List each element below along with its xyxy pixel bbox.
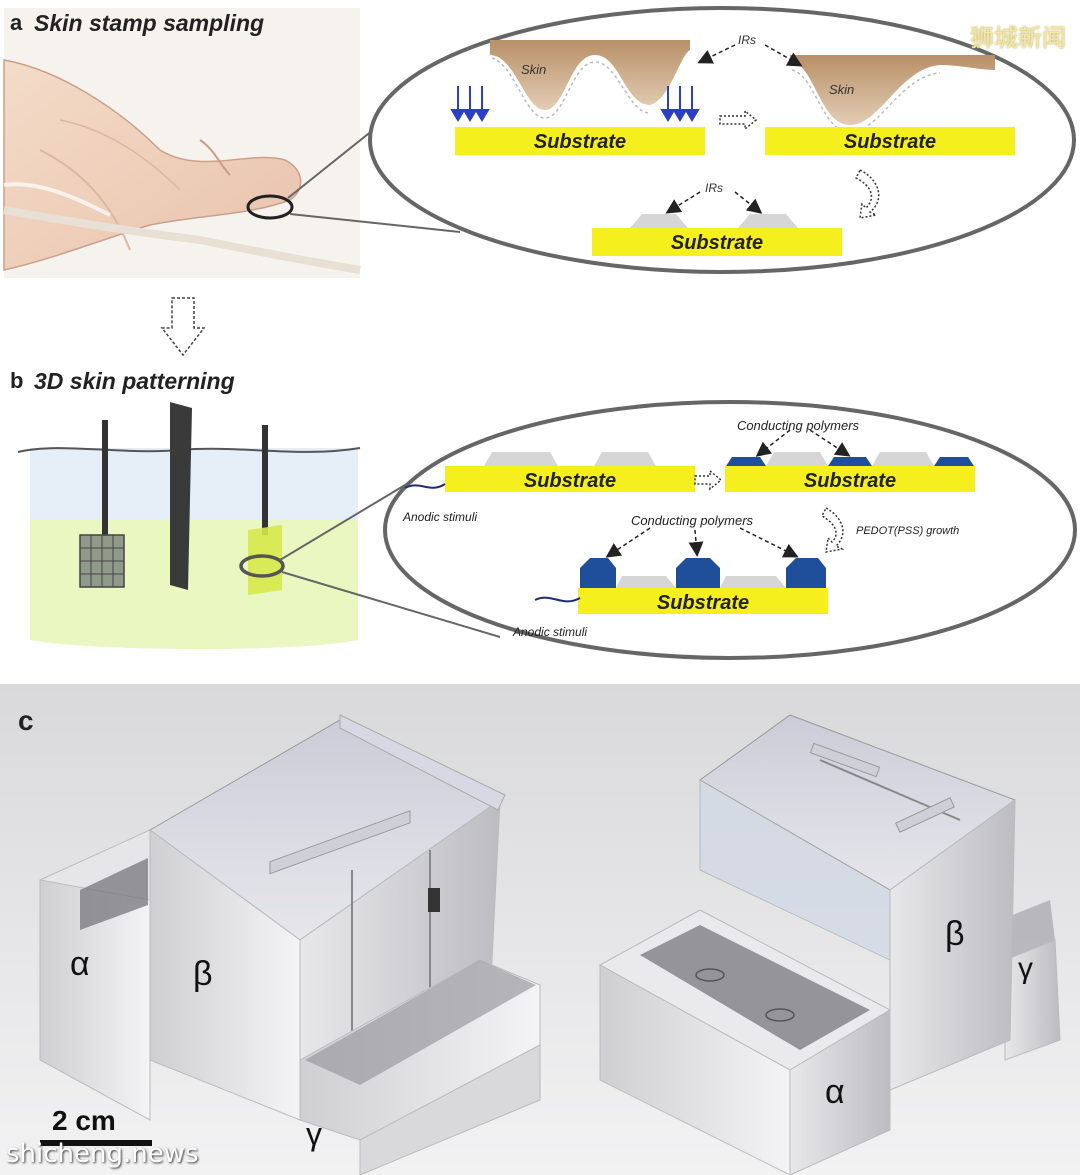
electrode-left-wire [102, 420, 108, 538]
left-alpha-label: α [70, 945, 90, 983]
beaker-liquid-lower [30, 520, 358, 649]
device-left [39, 714, 541, 1175]
substrate-b-bottom [578, 588, 828, 614]
sample-zoom-ring [246, 194, 294, 220]
substrate-b-top-left-label: Substrate [524, 470, 616, 492]
substrate-b-top-right [725, 466, 975, 492]
irs-label-bottom: IRs [705, 181, 723, 195]
reference-plate [170, 402, 192, 590]
polymer-tr-2 [828, 457, 872, 466]
anodic-stimuli-label-top: Anodic stimuli [402, 510, 477, 524]
panel-b-label: b [10, 368, 24, 393]
substrate-b-bottom-label: Substrate [657, 592, 749, 614]
substrate-a-left-label: Substrate [534, 131, 626, 153]
polymer-tr-1 [726, 457, 766, 466]
device-right [598, 714, 1061, 1175]
substrate-a-right-label: Substrate [844, 131, 936, 153]
substrate-b-top-right-label: Substrate [804, 470, 896, 492]
sample-electrode [248, 525, 282, 595]
panel-a: Skin Skin IRs IRs Substrate Substrate Su… [3, 6, 1076, 278]
substrate-a-bottom [592, 228, 842, 256]
ir-deposit-left [630, 214, 688, 228]
substrate-a-bottom-label: Substrate [671, 232, 763, 254]
right-beta-label: β [945, 915, 965, 953]
panel-b: Substrate Substrate Substrate Conducting… [17, 400, 1077, 660]
sample-zoom-ring-b [239, 554, 285, 578]
scale-bar [40, 1140, 152, 1146]
watermark-bottom-left: shicheng.news [6, 1139, 199, 1169]
zoom-line-lower [289, 213, 461, 233]
process-arrow-a1 [719, 109, 758, 131]
ir-deposit-right [738, 214, 798, 228]
left-beta-label: β [193, 955, 213, 993]
conducting-polymers-label-bottom: Conducting polymers [631, 513, 754, 528]
irs-label-top: IRs [738, 33, 756, 47]
electrode-right-wire [262, 425, 268, 535]
stimulus-wire-top [404, 483, 446, 489]
process-arrow-a2 [854, 168, 880, 219]
polymer-b-1 [580, 558, 616, 588]
polymer-b-2 [676, 558, 720, 588]
stimulus-wire-bottom [534, 596, 581, 603]
panel-a-label: a [10, 10, 23, 35]
polymer-b-3 [786, 558, 826, 588]
panel-c-label: c [18, 705, 34, 736]
magnified-view-b [383, 400, 1077, 660]
panel-a-title: Skin stamp sampling [34, 10, 265, 36]
finger-illustration [3, 59, 361, 274]
right-gamma-label: γ [1018, 952, 1033, 985]
scale-bar-label: 2 cm [52, 1105, 116, 1136]
skin-label-left: Skin [521, 62, 546, 77]
substrate-b-top-left [445, 466, 695, 492]
right-alpha-label: α [825, 1073, 845, 1111]
pedot-growth-label: PEDOT(PSS) growth [856, 525, 959, 537]
panel-b-title: 3D skin patterning [34, 368, 235, 394]
skin-ridge-left [490, 40, 690, 110]
substrate-a-right [765, 127, 1015, 155]
process-arrow-a-to-b [160, 297, 206, 357]
process-arrow-b2 [821, 506, 845, 553]
left-gamma-label: γ [306, 1116, 322, 1152]
process-arrow-b1 [694, 469, 723, 491]
pressure-arrows-right [660, 86, 700, 122]
pressure-arrows-left [450, 86, 490, 122]
watermark-top-right: 狮城新闻 [970, 24, 1066, 52]
skin-ridge-right [790, 55, 995, 125]
polymer-tr-3 [934, 457, 974, 466]
panel-c: α β γ α β γ 2 cm [0, 684, 1080, 1175]
skin-label-right: Skin [829, 82, 854, 97]
conducting-polymers-label-top: Conducting polymers [737, 418, 860, 433]
substrate-a-left [455, 127, 705, 155]
anodic-stimuli-label-bottom: Anodic stimuli [512, 625, 587, 639]
